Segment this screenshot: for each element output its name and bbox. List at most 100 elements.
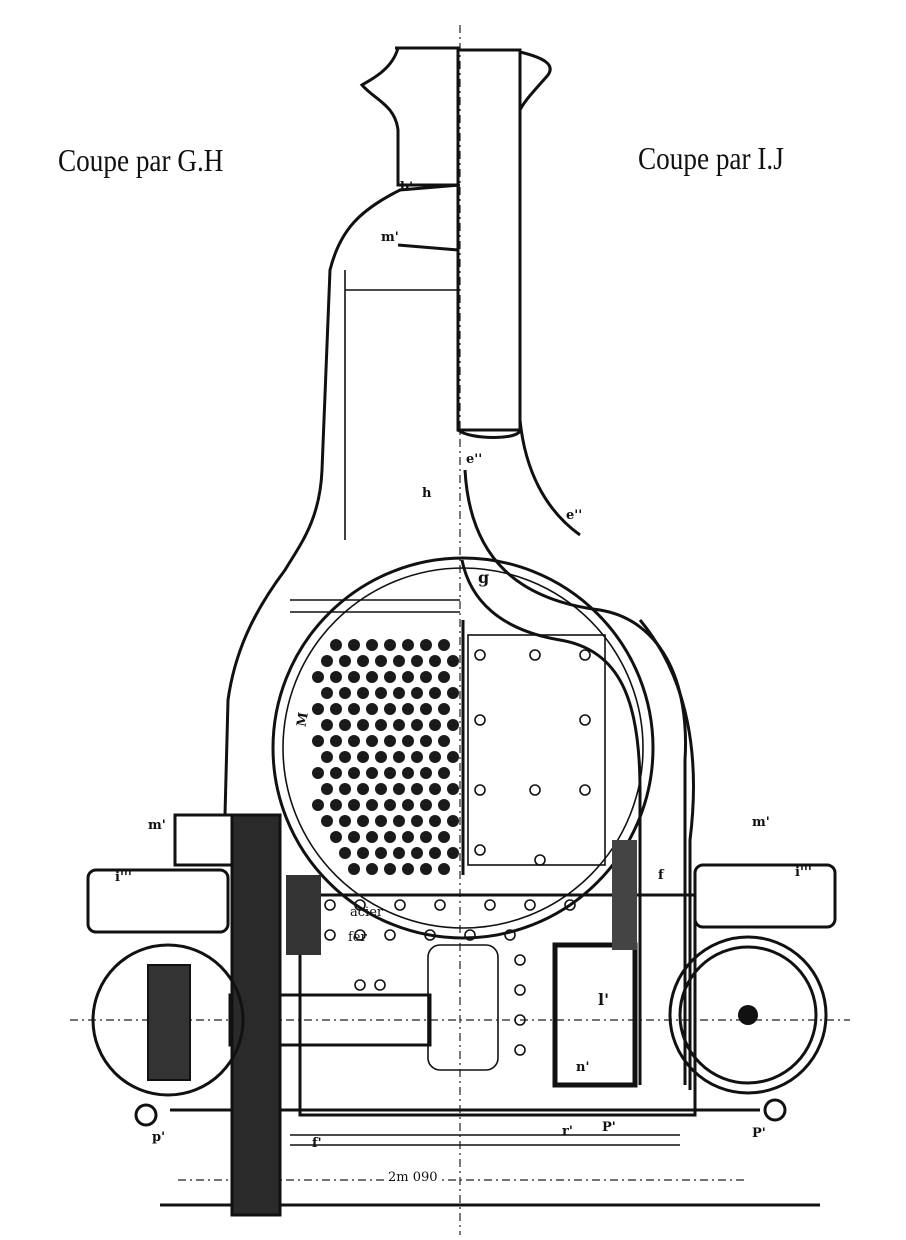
boiler-tube xyxy=(321,719,333,731)
boiler-tube xyxy=(393,783,405,795)
boiler-tube xyxy=(357,655,369,667)
boiler-tube xyxy=(348,831,360,843)
boiler-tube xyxy=(339,751,351,763)
title-left: Coupe par G.H xyxy=(58,142,224,178)
boiler-tube xyxy=(429,687,441,699)
boiler-tube xyxy=(348,863,360,875)
boiler-tube xyxy=(438,831,450,843)
boiler-tube xyxy=(429,655,441,667)
label-n-prime: n' xyxy=(576,1060,590,1075)
exhaust-pipe xyxy=(460,469,688,1085)
rivet xyxy=(324,929,336,941)
boiler-tube xyxy=(348,735,360,747)
rivet xyxy=(384,929,396,941)
boiler-tube xyxy=(420,863,432,875)
boiler-tube xyxy=(357,751,369,763)
boiler-tube xyxy=(375,751,387,763)
boiler-tube xyxy=(429,719,441,731)
boiler-tube xyxy=(411,719,423,731)
label-f: f xyxy=(658,868,664,883)
label-m-prime-top: m' xyxy=(381,230,399,245)
boiler-tube xyxy=(357,815,369,827)
boiler-tube xyxy=(447,655,459,667)
rivet xyxy=(324,899,336,911)
boiler-tube xyxy=(384,831,396,843)
boiler-tube xyxy=(357,847,369,859)
boiler-tube xyxy=(357,687,369,699)
boiler-tube xyxy=(384,639,396,651)
boiler-tube xyxy=(393,751,405,763)
boiler-tube xyxy=(330,639,342,651)
label-l-prime: l' xyxy=(598,990,609,1009)
rivet xyxy=(534,854,546,866)
boiler-tube xyxy=(438,671,450,683)
boiler-tube xyxy=(429,815,441,827)
rivet xyxy=(579,714,591,726)
rivet xyxy=(474,714,486,726)
boiler-tube xyxy=(402,767,414,779)
boiler-tube xyxy=(366,863,378,875)
boiler-tube xyxy=(411,783,423,795)
title-right: Coupe par I.J xyxy=(638,140,784,176)
boiler-tubes xyxy=(312,639,459,875)
boiler-tube xyxy=(330,799,342,811)
boiler-tube xyxy=(384,767,396,779)
boiler-tube xyxy=(312,703,324,715)
boiler-tube xyxy=(411,815,423,827)
boiler-tube xyxy=(312,767,324,779)
boiler-tube xyxy=(321,655,333,667)
boiler-tube xyxy=(402,639,414,651)
boiler-tube xyxy=(330,735,342,747)
boiler-tube xyxy=(375,847,387,859)
rivet xyxy=(474,844,486,856)
label-i-left: i''' xyxy=(115,870,132,885)
boiler-tube xyxy=(402,671,414,683)
boiler-tube xyxy=(375,687,387,699)
dimension-label: 2m 090 xyxy=(385,1170,441,1185)
boiler-tube xyxy=(393,815,405,827)
boiler-tube xyxy=(438,639,450,651)
label-acier: acier xyxy=(350,905,384,920)
boiler-tube xyxy=(438,799,450,811)
boiler-tube xyxy=(366,767,378,779)
boiler-tube xyxy=(339,783,351,795)
boiler-tube xyxy=(420,735,432,747)
boiler-tube xyxy=(348,767,360,779)
chimney xyxy=(359,46,581,537)
boiler-tube xyxy=(429,751,441,763)
boiler-tube xyxy=(321,783,333,795)
right-cylinder xyxy=(668,935,828,1122)
boiler-tube xyxy=(339,655,351,667)
label-P-mid: P' xyxy=(602,1120,616,1135)
boiler-tube xyxy=(447,719,459,731)
rivet xyxy=(354,899,366,911)
label-i-right: i''' xyxy=(795,865,812,880)
boiler-outline xyxy=(223,183,695,1090)
rivet xyxy=(514,984,526,996)
rivet xyxy=(514,1044,526,1056)
boiler-tube xyxy=(312,799,324,811)
boiler-tube xyxy=(321,687,333,699)
valve-chest xyxy=(552,942,638,1088)
boiler-tube xyxy=(402,863,414,875)
label-h: h xyxy=(422,486,432,501)
boiler-tube xyxy=(393,719,405,731)
boiler-tube xyxy=(366,831,378,843)
boiler-tube xyxy=(339,847,351,859)
label-f-prime: f' xyxy=(312,1136,322,1151)
label-e-dd-1: e'' xyxy=(466,452,483,467)
boiler-tube xyxy=(375,655,387,667)
boiler-tube xyxy=(429,847,441,859)
label-e-dd-2: e'' xyxy=(566,508,583,523)
boiler-tube xyxy=(402,703,414,715)
rivet xyxy=(564,899,576,911)
boiler-tube xyxy=(393,687,405,699)
boiler-tube xyxy=(447,847,459,859)
rivet xyxy=(354,979,366,991)
boiler-tube xyxy=(312,735,324,747)
rivets xyxy=(324,649,591,1056)
rivet xyxy=(434,899,446,911)
boiler-tube xyxy=(357,719,369,731)
rivet xyxy=(474,784,486,796)
